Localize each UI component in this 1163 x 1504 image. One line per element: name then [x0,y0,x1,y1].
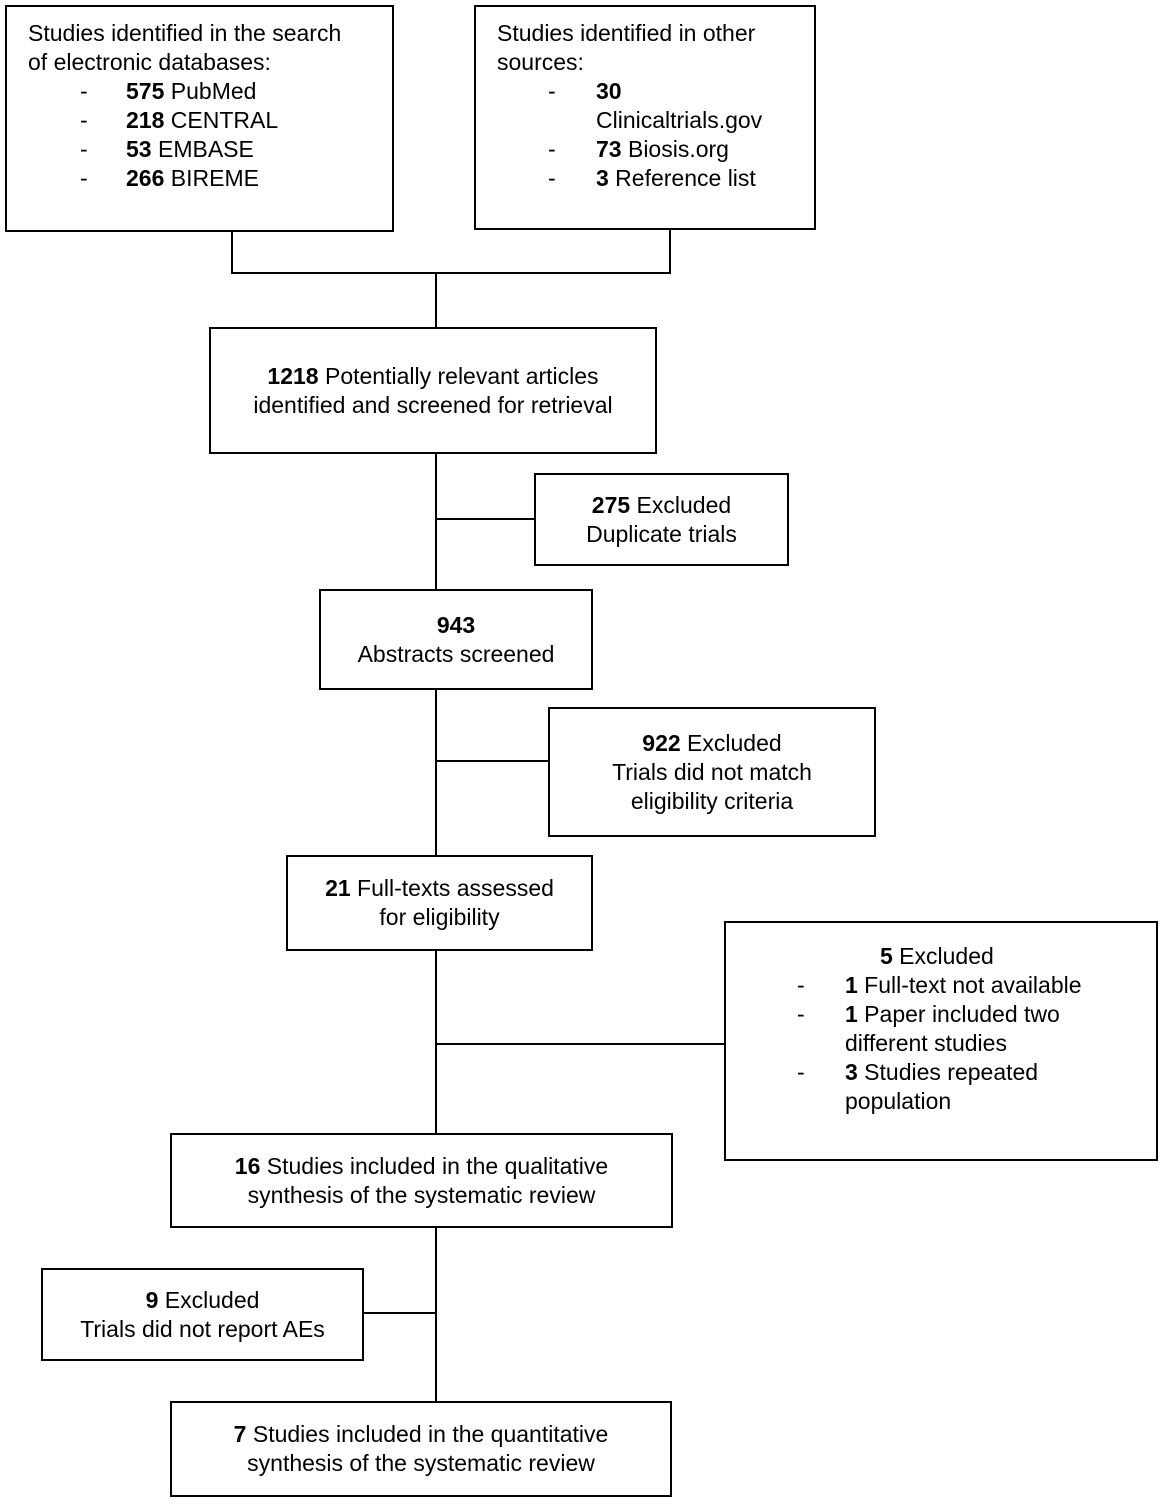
abstracts-box: 943 Abstracts screened [319,589,593,690]
potentially-relevant-text: Potentially relevant articles [318,362,599,389]
excluded-fulltext-item-label: Studies repeated [857,1059,1039,1085]
abstracts-line1: 943 [321,611,591,640]
excluded-eligibility-text: Excluded [680,729,782,756]
databases-item-count: 53 [126,136,152,162]
other-sources-heading-line2: sources: [497,49,584,75]
excluded-eligibility-line1: 922 Excluded [550,729,874,758]
other-sources-item-count: 3 [596,165,609,191]
list-dash: - [80,107,88,133]
quantitative-line1: 7 Studies included in the quantitative [172,1420,670,1449]
qualitative-box: 16 Studies included in the qualitative s… [170,1133,673,1228]
databases-item: - 266 BIREME [28,164,392,193]
databases-item: - 575 PubMed [28,77,392,106]
excluded-fulltext-item: - 1 Paper included two different studies [726,1000,1156,1058]
other-sources-item-label: Clinicaltrials.gov [596,107,763,133]
excluded-aes-count: 9 [145,1286,159,1313]
list-dash: - [548,136,556,162]
other-sources-item-label: Biosis.org [621,136,729,162]
abstracts-line2: Abstracts screened [357,640,555,667]
databases-heading-line2: of electronic databases: [28,49,271,75]
abstracts-count: 943 [436,611,476,638]
quantitative-count: 7 [233,1421,247,1447]
other-sources-item: - 3 Reference list [497,164,814,193]
excluded-eligibility-line2: Trials did not match [612,758,812,785]
full-texts-count: 21 [325,875,351,901]
excluded-fulltext-item-label-cont: different studies [845,1030,1007,1056]
other-sources-item-count: 30 [596,78,622,104]
databases-box: Studies identified in the search of elec… [5,5,394,232]
list-dash: - [80,165,88,191]
other-sources-heading-line1: Studies identified in other [497,20,756,46]
full-texts-line1: 21 Full-texts assessed [288,874,591,903]
excluded-aes-line2: Trials did not report AEs [80,1315,325,1342]
databases-item-count: 575 [126,78,165,104]
quantitative-line2: synthesis of the systematic review [247,1450,595,1476]
excluded-fulltext-box: 5 Excluded - 1 Full-text not available - 1… [724,921,1158,1161]
excluded-eligibility-count: 922 [642,729,681,756]
databases-heading-line1: Studies identified in the search [28,20,342,46]
excluded-duplicates-box: 275 Excluded Duplicate trials [534,473,789,566]
excluded-duplicates-text: Excluded [630,491,732,518]
databases-item-label: BIREME [164,165,259,191]
databases-item: - 218 CENTRAL [28,106,392,135]
excluded-eligibility-box: 922 Excluded Trials did not match eligib… [548,707,876,837]
list-dash: - [548,78,556,104]
qualitative-text: Studies included in the qualitative [260,1152,609,1179]
list-dash: - [80,136,88,162]
full-texts-text: Full-texts assessed [350,875,554,901]
excluded-fulltext-item-label: Paper included two [857,1001,1060,1027]
other-sources-box: Studies identified in other sources: - 30… [474,5,816,230]
excluded-fulltext-item-count: 3 [845,1059,858,1085]
other-sources-item-label: Reference list [608,165,756,191]
excluded-fulltext-item-label: Full-text not available [857,972,1082,998]
databases-item-label: PubMed [164,78,257,104]
list-dash: - [797,972,805,998]
databases-item: - 53 EMBASE [28,135,392,164]
list-dash: - [797,1001,805,1027]
qualitative-line2: synthesis of the systematic review [247,1181,596,1208]
excluded-fulltext-item-label-cont: population [845,1088,952,1114]
qualitative-count: 16 [234,1152,261,1179]
databases-item-count: 266 [126,165,165,191]
excluded-fulltext-text: Excluded [892,943,994,969]
qualitative-line1: 16 Studies included in the qualitative [172,1152,671,1181]
excluded-eligibility-line3: eligibility criteria [630,787,794,814]
excluded-duplicates-count: 275 [591,491,631,518]
potentially-relevant-count: 1218 [267,362,319,389]
other-sources-item: - 73 Biosis.org [497,135,814,164]
excluded-fulltext-heading: 5 Excluded [726,942,1156,971]
databases-item-label: CENTRAL [164,107,279,133]
excluded-fulltext-item-count: 1 [845,972,858,998]
full-texts-box: 21 Full-texts assessed for eligibility [286,855,593,951]
excluded-fulltext-item: - 3 Studies repeated population [726,1058,1156,1116]
excluded-aes-line1: 9 Excluded [43,1286,362,1315]
quantitative-text: Studies included in the quantitative [246,1421,609,1447]
list-dash: - [548,165,556,191]
quantitative-box: 7 Studies included in the quantitative s… [170,1401,672,1497]
excluded-fulltext-count: 5 [880,943,893,969]
excluded-aes-text: Excluded [158,1286,260,1313]
excluded-aes-box: 9 Excluded Trials did not report AEs [41,1268,364,1361]
databases-item-label: EMBASE [151,136,254,162]
excluded-duplicates-line1: 275 Excluded [536,491,787,520]
databases-item-count: 218 [126,107,165,133]
databases-list: - 575 PubMed - 218 CENTRAL - 53 EMBASE - 266… [28,77,392,193]
list-dash: - [80,78,88,104]
excluded-fulltext-item: - 1 Full-text not available [726,971,1156,1000]
excluded-fulltext-list: - 1 Full-text not available - 1 Paper incl… [726,971,1156,1116]
excluded-duplicates-line2: Duplicate trials [586,520,737,547]
potentially-relevant-box: 1218 Potentially relevant articles ident… [209,327,657,454]
potentially-relevant-line1: 1218 Potentially relevant articles [211,362,655,391]
list-dash: - [797,1059,805,1085]
excluded-fulltext-item-count: 1 [845,1001,858,1027]
potentially-relevant-line2: identified and screened for retrieval [253,391,613,418]
other-sources-item-count: 73 [596,136,622,162]
full-texts-line2: for eligibility [379,904,500,930]
